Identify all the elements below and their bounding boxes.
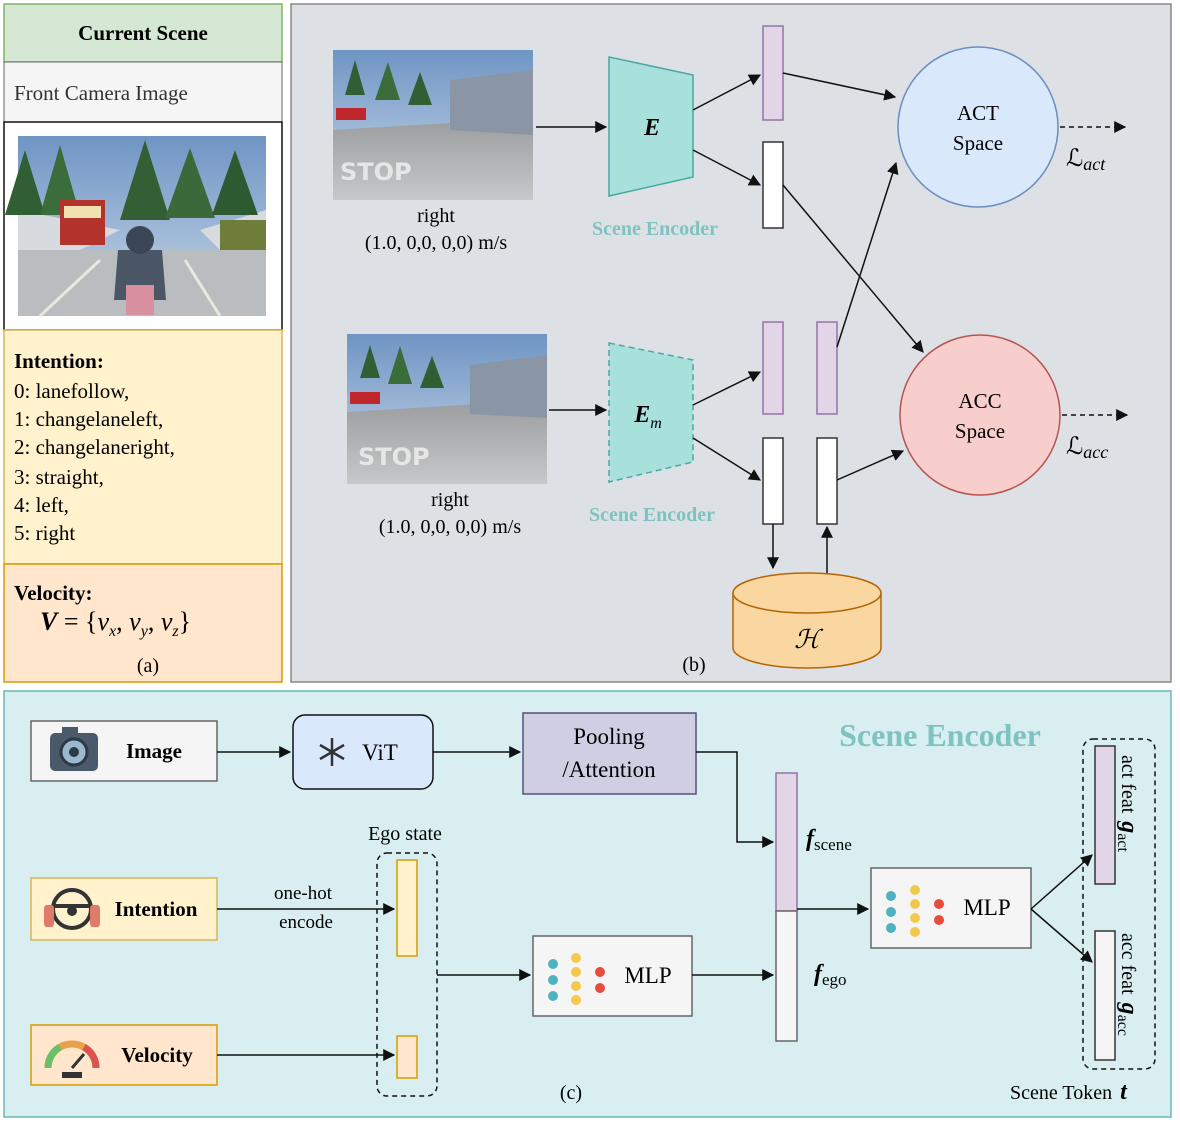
intention-item-2: 2: changelaneright,: [14, 435, 175, 459]
mlp-ego-label: MLP: [624, 963, 671, 988]
ego-state-label: Ego state: [368, 823, 442, 845]
acc-space: [899, 334, 1061, 496]
mlp-ego-box: [532, 935, 693, 1017]
pooling-label-1: Pooling: [573, 724, 645, 749]
image-input-label: Image: [126, 739, 182, 763]
encoder-top-caption: Scene Encoder: [592, 218, 718, 240]
top-intention-label: right: [417, 205, 455, 227]
feature-bar-acc-mem: [816, 437, 838, 525]
panel-a-caption: (a): [137, 655, 159, 677]
bottom-intention-label: right: [431, 489, 469, 511]
bottom-velocity-label: (1.0, 0,0, 0,0) m/s: [379, 516, 521, 538]
panel-a: Current Scene Front Camera Image Intenti: [3, 3, 283, 683]
feature-bar-acc-top: [762, 141, 784, 229]
mlp-head-box: [870, 867, 1032, 949]
f-scene-label: fscene: [806, 826, 852, 854]
encoder-bottom-caption: Scene Encoder: [589, 504, 715, 526]
feature-bar-act-top: [762, 25, 784, 121]
ego-state-group: [376, 852, 438, 1097]
scene-image-top: STOP: [333, 50, 533, 200]
onehot-label-1: one-hot: [274, 883, 333, 904]
act-feat-label: act featgact: [1114, 755, 1142, 852]
intention-input-label: Intention: [115, 897, 198, 921]
act-space: [897, 46, 1059, 208]
scene-encoder-top: [608, 56, 694, 197]
act-space-label-1: ACT: [957, 101, 999, 125]
velocity-title: Velocity:: [14, 581, 93, 605]
memory-bank: [732, 572, 882, 669]
panel-c-caption: (c): [560, 1082, 582, 1104]
f-ego-label: fego: [814, 961, 847, 989]
loss-act: ℒact: [1066, 146, 1106, 174]
feature-bar-act-mid: [762, 321, 784, 415]
feature-bar-act-mem: [816, 321, 838, 415]
svg-text:STOP: STOP: [358, 443, 430, 471]
f-ego-bar: [775, 910, 798, 1042]
panel-b: STOP right (1.0, 0,0, 0,0) m/s STOP righ…: [290, 3, 1172, 683]
intention-item-0: 0: lanefollow,: [14, 379, 129, 403]
memory-symbol: ℋ: [794, 625, 824, 654]
loss-acc: ℒacc: [1066, 434, 1108, 462]
top-velocity-label: (1.0, 0,0, 0,0) m/s: [365, 232, 507, 254]
velocity-input-label: Velocity: [121, 1043, 193, 1067]
intention-item-4: 4: left,: [14, 493, 69, 517]
front-camera-image: [5, 136, 266, 318]
vit-label: ViT: [362, 740, 398, 765]
acc-space-label-2: Space: [955, 419, 1005, 443]
current-scene-title: Current Scene: [78, 21, 208, 45]
camera-icon: [50, 727, 98, 771]
act-space-label-2: Space: [953, 131, 1003, 155]
g-acc-bar: [1094, 930, 1116, 1061]
scene-token-group: [1082, 738, 1156, 1070]
acc-space-label-1: ACC: [958, 389, 1001, 413]
intention-item-5: 5: right: [14, 521, 75, 545]
f-scene-bar: [775, 772, 798, 912]
intention-encoding-bar: [396, 859, 418, 957]
neural-network-icon: [548, 953, 605, 1005]
g-act-bar: [1094, 745, 1116, 885]
onehot-label-2: encode: [279, 912, 333, 933]
intention-title: Intention:: [14, 349, 104, 373]
panel-c: Scene Encoder Image Intention Velocit: [3, 690, 1172, 1118]
encoder-top-symbol: E: [643, 115, 660, 141]
speedometer-icon: [44, 1040, 100, 1078]
encoder-bottom-symbol: Em: [633, 402, 662, 432]
intention-item-1: 1: changelaneleft,: [14, 407, 163, 431]
acc-feat-label: acc featgacc: [1114, 933, 1142, 1036]
feature-bar-acc-mid: [762, 437, 784, 525]
svg-text:STOP: STOP: [340, 158, 412, 186]
scene-encoder-title: Scene Encoder: [839, 717, 1041, 753]
mlp-head-label: MLP: [963, 895, 1010, 920]
intention-item-3: 3: straight,: [14, 465, 104, 489]
scene-image-bottom: STOP: [347, 334, 547, 484]
panel-b-caption: (b): [682, 654, 705, 676]
velocity-encoding-bar: [396, 1035, 418, 1079]
neural-network-icon: [886, 885, 944, 937]
pooling-attention-box: [522, 712, 697, 795]
velocity-formula: V = {vx, vy, vz}: [40, 607, 191, 640]
steering-wheel-icon: [44, 888, 100, 930]
snowflake-icon: [319, 738, 345, 766]
intention-input-box: [30, 877, 218, 941]
pooling-label-2: /Attention: [562, 757, 656, 782]
front-camera-label: Front Camera Image: [14, 81, 188, 105]
scene-encoder-bottom: [608, 342, 694, 483]
